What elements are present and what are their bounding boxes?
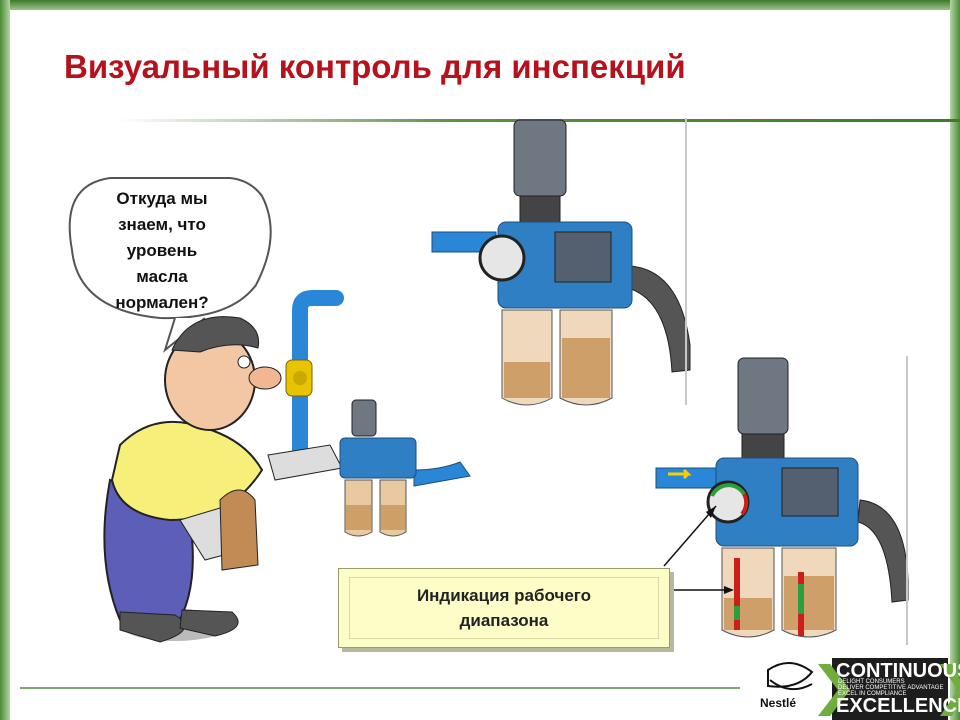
bubble-line: Откуда мы — [116, 189, 208, 208]
footer-rule — [20, 687, 740, 689]
bubble-line: уровень — [126, 241, 198, 260]
small-pipe — [285, 290, 344, 458]
tagline-line: DELIGHT CONSUMERS — [838, 679, 905, 685]
tagline-line: DELIVER COMPETITIVE ADVANTAGE — [838, 685, 944, 691]
bubble-line: знаем, что — [118, 215, 206, 234]
bubble-line: нормален? — [115, 293, 209, 312]
caption-line: Индикация рабочего — [416, 586, 592, 605]
indicator-strip-left — [734, 558, 740, 630]
brand-tagline: DELIGHT CONSUMERS DELIVER COMPETITIVE AD… — [838, 679, 948, 697]
worker-figure — [103, 316, 343, 643]
speech-bubble-text: Откуда мы знаем, что уровень масла норма… — [92, 186, 232, 316]
pointer-line-1 — [663, 505, 717, 567]
small-regulator — [339, 399, 471, 537]
brand-continuous: CONTINUOUS — [836, 660, 960, 682]
caption-text: Индикация рабочего диапазона — [349, 577, 659, 639]
bubble-line: масла — [136, 267, 188, 286]
frame-top — [0, 0, 960, 10]
frame-right — [950, 0, 960, 720]
frame-left — [0, 0, 10, 720]
large-regulator-bottom — [655, 357, 909, 638]
nestle-nest-logo — [767, 662, 814, 691]
slide-title: Визуальный контроль для инспекций — [64, 48, 686, 85]
tagline-line: EXCEL IN COMPLIANCE — [838, 691, 907, 697]
speech-bubble — [68, 177, 272, 320]
large-regulator-top — [431, 119, 691, 406]
caption-line: диапазона — [459, 611, 549, 630]
caption-box: Индикация рабочего диапазона — [338, 568, 670, 648]
nestle-wordmark: Nestlé — [760, 696, 797, 710]
brand-excellence: EXCELLENCE — [836, 695, 960, 717]
